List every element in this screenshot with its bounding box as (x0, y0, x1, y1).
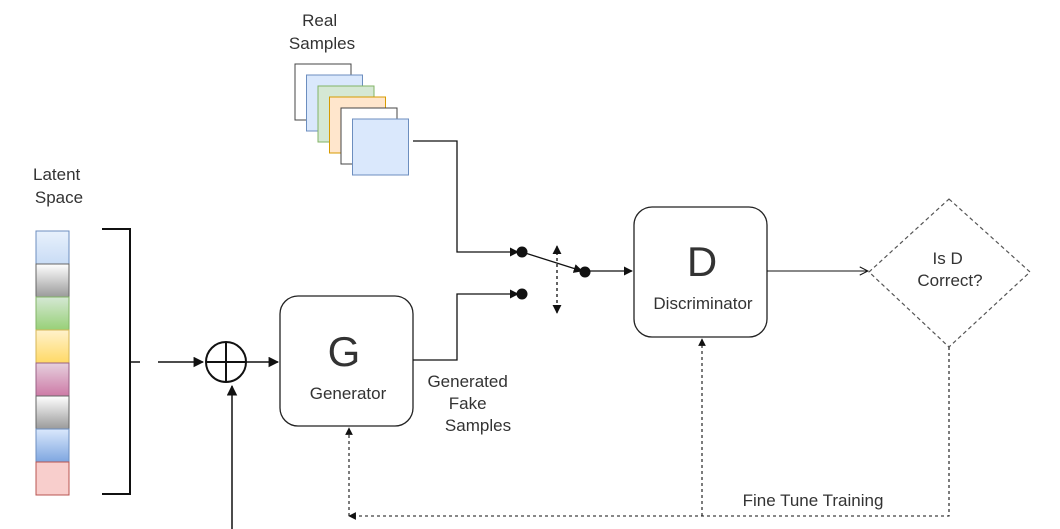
sample-switch[interactable] (516, 245, 591, 314)
fake-samples-label: Generated Fake Samples (427, 372, 512, 435)
latent-vector (35, 230, 70, 496)
real-sample-card (352, 118, 409, 176)
real-samples-label: Real Samples (289, 11, 355, 53)
generator-box[interactable] (279, 295, 414, 427)
latent-cell-yellow (35, 329, 70, 364)
discriminator-name: Discriminator (653, 294, 753, 313)
arrow-gap (140, 358, 158, 366)
generator-name: Generator (310, 384, 387, 403)
real-samples-stack (294, 63, 409, 176)
real-samples-connector (413, 140, 519, 257)
discriminator-letter: D (687, 238, 717, 285)
discriminator-box[interactable] (633, 206, 768, 338)
generator-output-connector (413, 289, 519, 361)
generator-letter: G (328, 328, 361, 375)
sum-node (205, 341, 247, 383)
latent-bracket (102, 228, 131, 495)
feedback-label: Fine Tune Training (743, 491, 884, 510)
latent-space-label: Latent Space (33, 165, 85, 207)
decision-label: Is D Correct? (917, 249, 982, 290)
latent-cell-gray (35, 263, 70, 298)
latent-cell-green (35, 296, 70, 331)
latent-cell-blue (35, 230, 70, 265)
latent-cell-red (35, 461, 70, 496)
feedback-loop (348, 347, 950, 520)
latent-cell-gray (35, 395, 70, 430)
latent-cell-blue (35, 428, 70, 463)
latent-cell-pink (35, 362, 70, 397)
